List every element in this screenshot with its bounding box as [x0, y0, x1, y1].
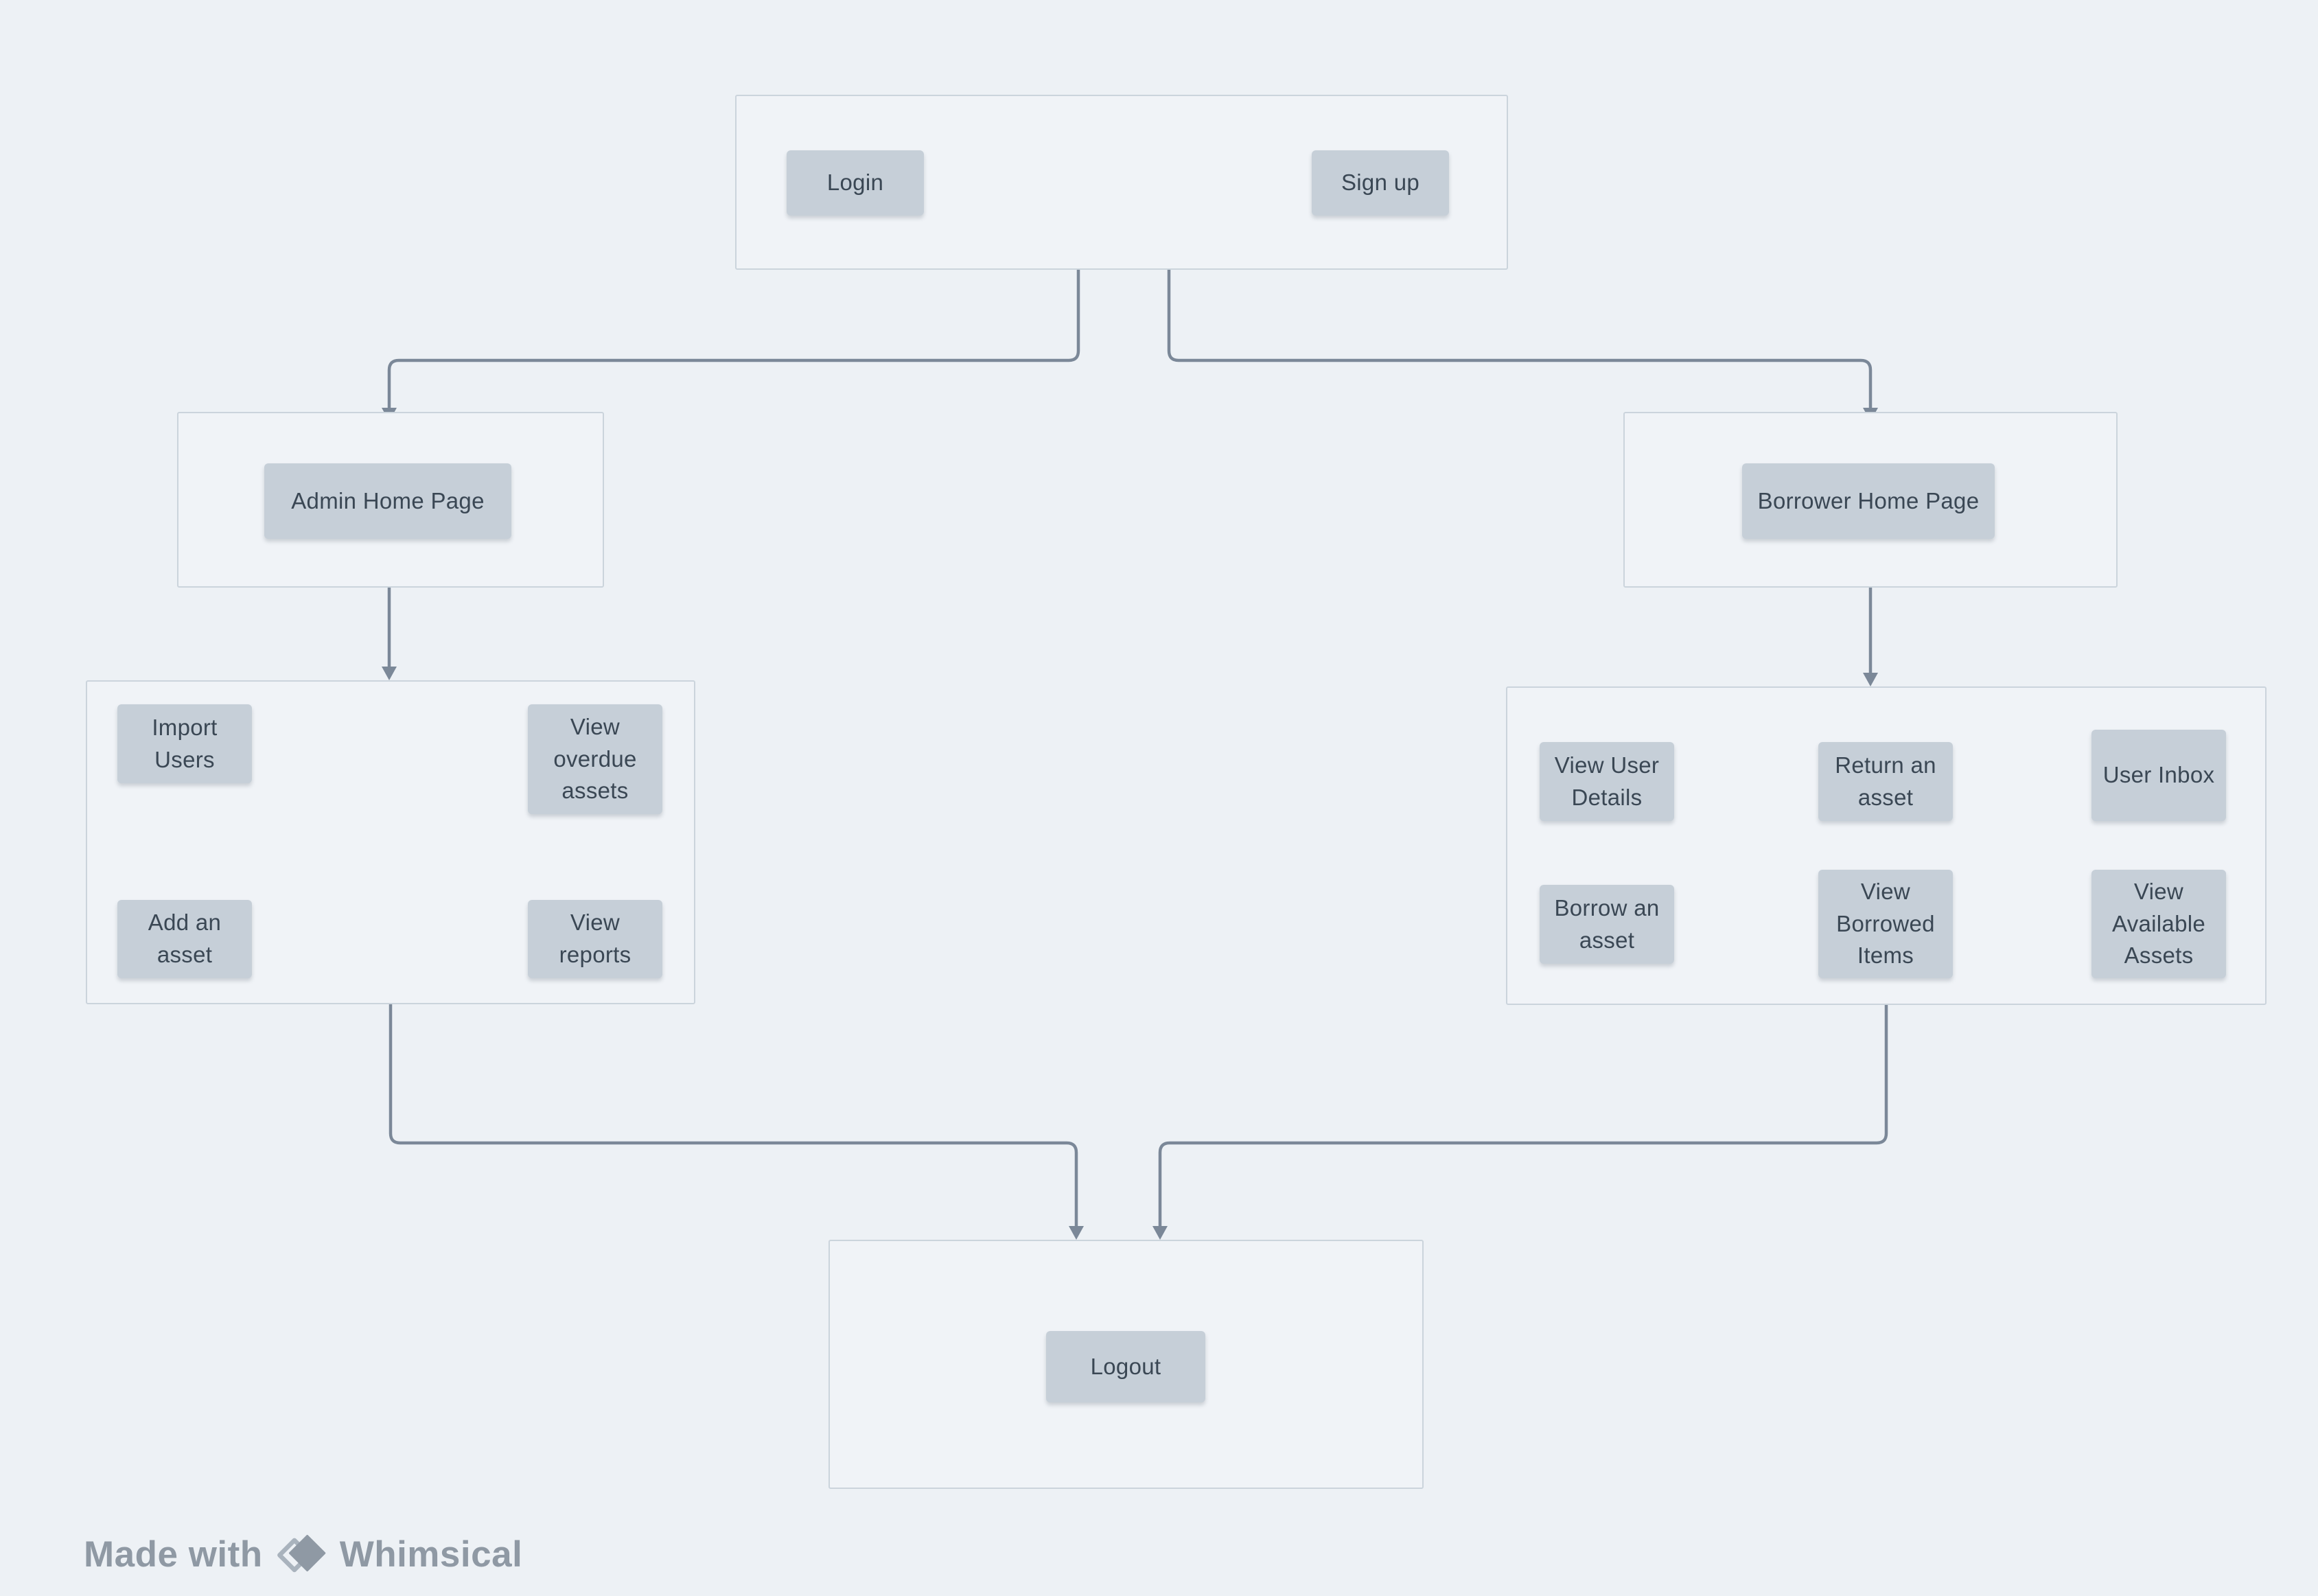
arrowhead-logout-left	[1069, 1226, 1084, 1240]
made-with-whimsical[interactable]: Made with Whimsical	[84, 1529, 522, 1579]
connector-admin-actions-to-logout	[389, 1004, 1078, 1227]
admin-home-page-button[interactable]: Admin Home Page	[264, 463, 511, 539]
import-users-button[interactable]: Import Users	[117, 704, 252, 783]
borrow-an-asset-button[interactable]: Borrow an asset	[1540, 885, 1674, 964]
connector-auth-to-borrower	[1167, 270, 1873, 409]
borrower-home-page-button[interactable]: Borrower Home Page	[1742, 463, 1995, 539]
view-overdue-assets-button[interactable]: View overdue assets	[528, 704, 662, 814]
login-button[interactable]: Login	[787, 150, 924, 216]
return-an-asset-button[interactable]: Return an asset	[1818, 742, 1953, 821]
user-inbox-button[interactable]: User Inbox	[2091, 730, 2226, 821]
whimsical-brand-label: Whimsical	[339, 1534, 523, 1575]
view-borrowed-items-button[interactable]: View Borrowed Items	[1818, 870, 1953, 978]
connector-auth-to-admin	[387, 270, 1080, 409]
arrowhead-logout-right	[1152, 1226, 1168, 1240]
arrowhead-admin-actions	[382, 667, 397, 680]
view-user-details-button[interactable]: View User Details	[1540, 742, 1674, 821]
arrowhead-borrower-actions	[1863, 673, 1878, 686]
view-reports-button[interactable]: View reports	[528, 900, 662, 978]
made-with-label: Made with	[84, 1534, 263, 1575]
add-an-asset-button[interactable]: Add an asset	[117, 900, 252, 978]
whimsical-diamonds-icon	[277, 1534, 325, 1573]
logout-button[interactable]: Logout	[1046, 1331, 1205, 1402]
connector-borrower-actions-to-logout	[1158, 1004, 1888, 1227]
signup-button[interactable]: Sign up	[1312, 150, 1449, 216]
view-available-assets-button[interactable]: View Available Assets	[2091, 870, 2226, 978]
